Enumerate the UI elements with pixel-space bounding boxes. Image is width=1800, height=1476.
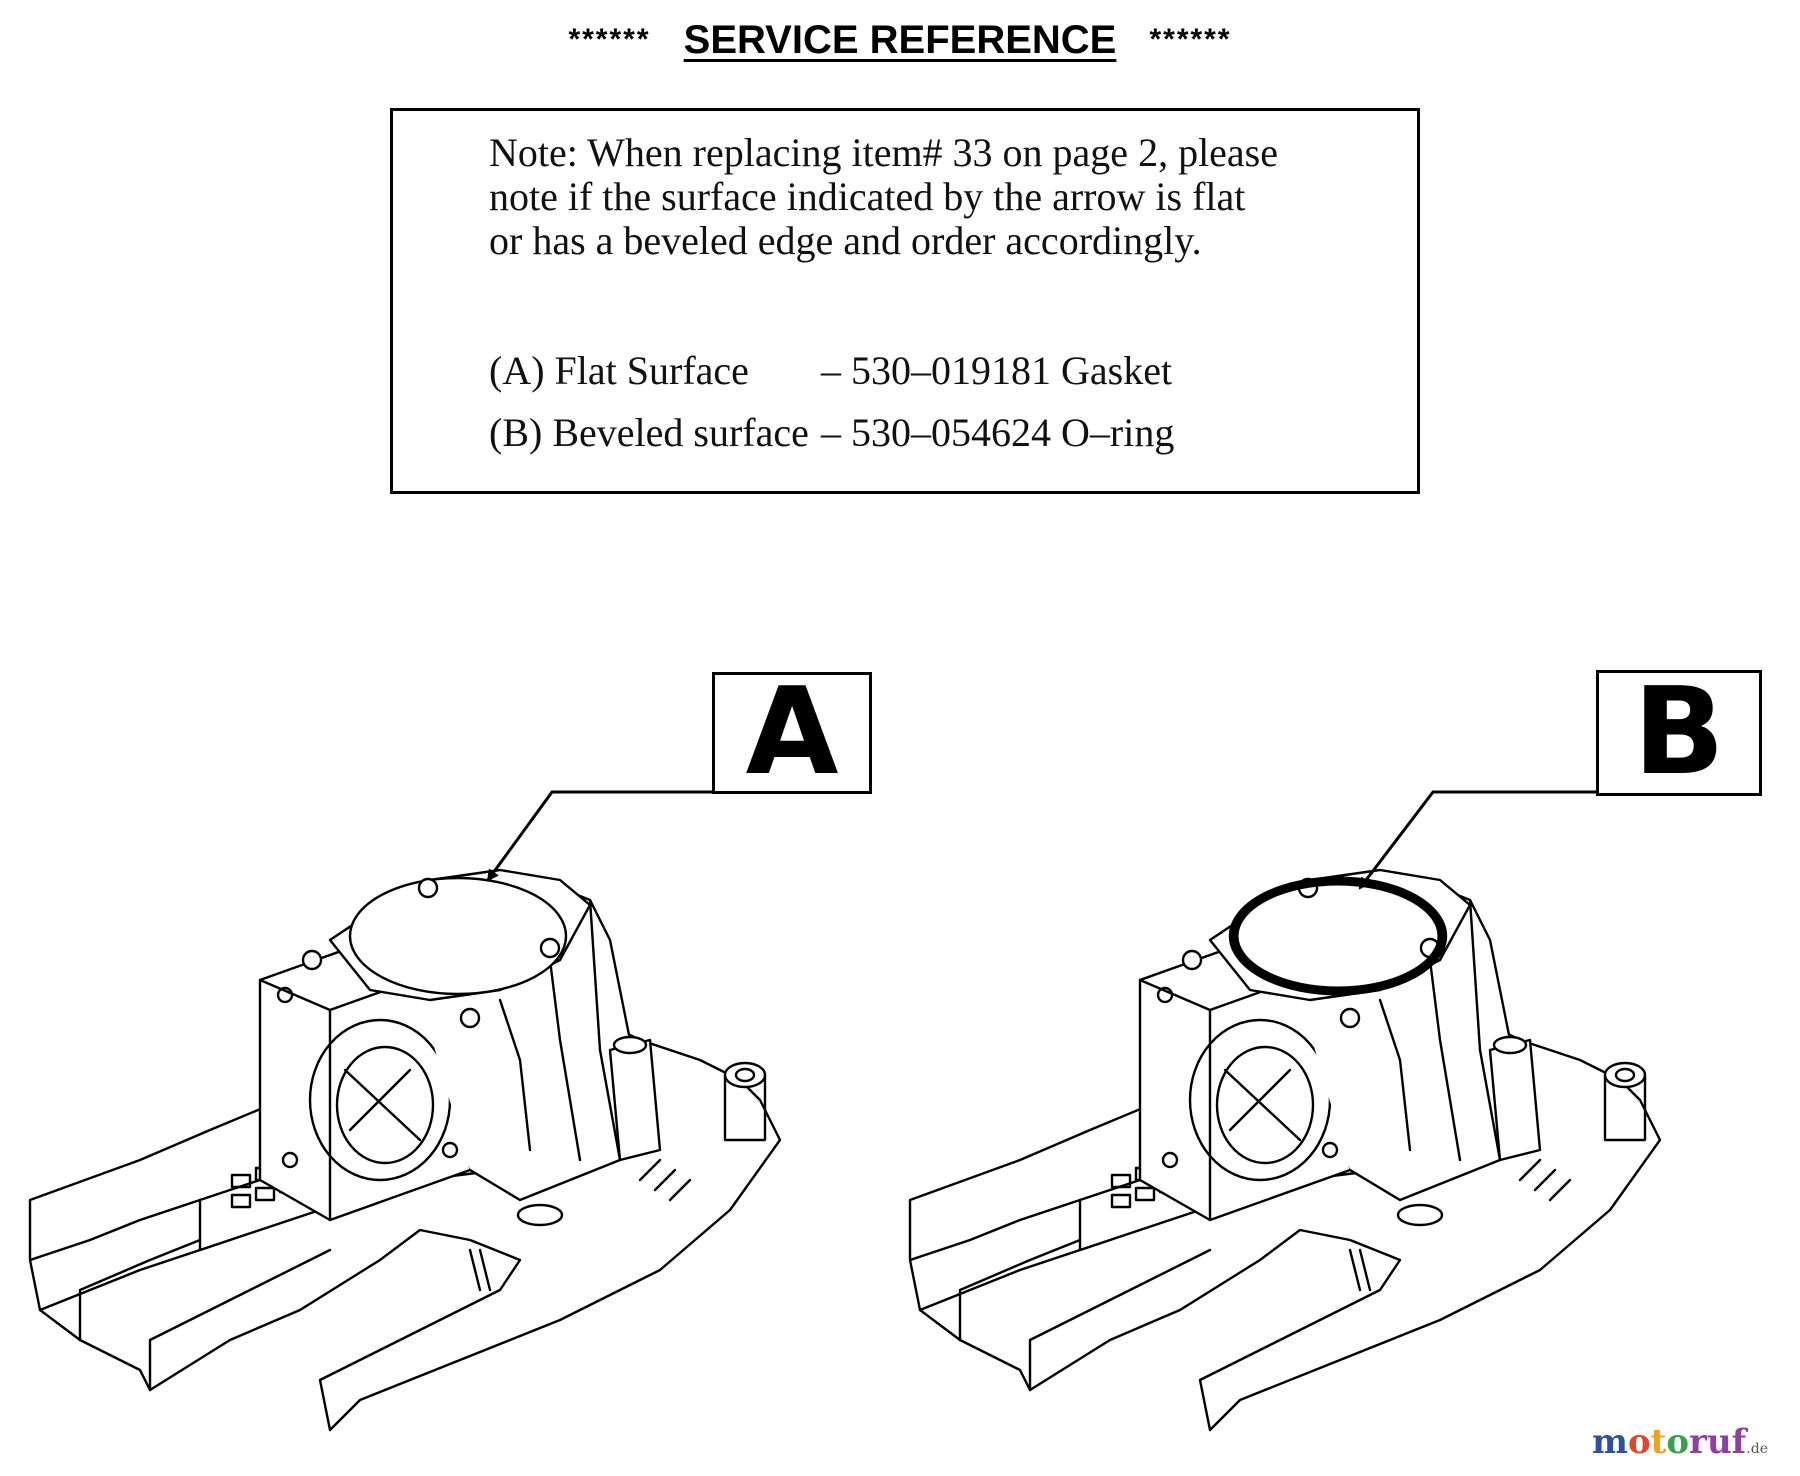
watermark-o2: o bbox=[1666, 1422, 1690, 1462]
beveled-ring bbox=[1229, 876, 1447, 996]
watermark-tld: .de bbox=[1746, 1441, 1768, 1457]
watermark-logo: motoruf.de bbox=[1592, 1422, 1768, 1462]
part-a-description: (A) Flat Surface bbox=[489, 348, 749, 393]
watermark-t: t bbox=[1650, 1422, 1667, 1462]
note-line-3: or has a beveled edge and order accordin… bbox=[489, 218, 1202, 263]
part-b-description: (B) Beveled surface bbox=[489, 410, 809, 455]
header-stars-left: ****** bbox=[568, 23, 651, 56]
figure-label-a: A bbox=[712, 672, 872, 794]
page-header: ****** SERVICE REFERENCE ****** bbox=[0, 18, 1800, 63]
figure-b-crankcase bbox=[908, 868, 1662, 1432]
note-paragraph: Note: When replacing item# 33 on page 2,… bbox=[489, 131, 1369, 263]
header-stars-right: ****** bbox=[1149, 23, 1232, 56]
part-a-line: (A) Flat Surface – 530–019181 Gasket bbox=[489, 347, 1172, 394]
service-note-box: Note: When replacing item# 33 on page 2,… bbox=[390, 108, 1420, 494]
part-b-number: – 530–054624 O–ring bbox=[821, 410, 1175, 455]
figure-label-b: B bbox=[1596, 670, 1762, 796]
arrow-a bbox=[486, 790, 712, 882]
page-title: SERVICE REFERENCE bbox=[683, 18, 1117, 62]
arrow-b bbox=[1358, 790, 1596, 890]
watermark-ruf: ruf bbox=[1689, 1422, 1747, 1462]
figure-a-crankcase bbox=[28, 868, 782, 1432]
part-a-number: – 530–019181 Gasket bbox=[821, 348, 1173, 393]
note-line-2: note if the surface indicated by the arr… bbox=[489, 174, 1246, 219]
watermark-m: m bbox=[1591, 1422, 1628, 1462]
note-line-1: Note: When replacing item# 33 on page 2,… bbox=[489, 130, 1279, 175]
watermark-o1: o bbox=[1627, 1422, 1651, 1462]
part-b-line: (B) Beveled surface – 530–054624 O–ring bbox=[489, 409, 1174, 456]
